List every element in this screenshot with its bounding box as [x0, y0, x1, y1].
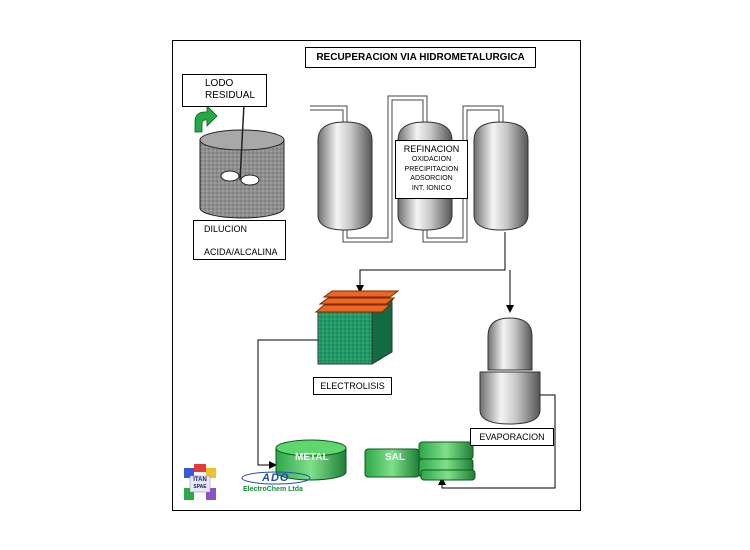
salt-label: SAL	[385, 452, 405, 463]
dilution-label: DILUCION ACIDA/ALCALINA	[193, 220, 286, 260]
sludge-label-line1: LODO	[205, 78, 234, 89]
metal-label: METAL	[295, 452, 329, 463]
refining-vessel-3	[473, 121, 529, 231]
refining-step: ADSORCION	[410, 175, 453, 182]
itan-logo-line2: SPAE	[193, 484, 207, 490]
feed-arrow-icon	[194, 105, 218, 133]
evaporation-label: EVAPORACION	[470, 428, 554, 446]
ado-logo-name: ElectroChem Ltda	[243, 486, 303, 493]
dilution-label-line2: ACIDA/ALCALINA	[204, 247, 278, 257]
sludge-label: LODO RESIDUAL	[182, 74, 267, 107]
refining-step: PRECIPITACION	[404, 165, 459, 173]
dilution-label-line1: DILUCION	[204, 224, 248, 234]
sludge-label-line2: RESIDUAL	[205, 90, 256, 101]
refining-step: INT. IONICO	[411, 184, 452, 192]
dilution-tank	[199, 103, 285, 219]
electrolysis-cell	[314, 290, 400, 365]
itan-logo-icon	[184, 464, 216, 500]
flow-lines	[257, 232, 556, 489]
diagram-title: RECUPERACION VIA HIDROMETALURGICA	[305, 47, 536, 68]
refining-step: OXIDACION	[411, 156, 452, 163]
refining-heading: REFINACION	[403, 144, 460, 154]
evaporator	[479, 317, 541, 425]
refining-label: REFINACION OXIDACION PRECIPITACION ADSOR…	[395, 140, 468, 199]
ado-logo-icon	[241, 471, 311, 485]
salt-product	[364, 441, 476, 481]
itan-logo-line1: ITAN	[193, 477, 207, 483]
metal-product	[275, 439, 347, 481]
electrolysis-label: ELECTROLISIS	[313, 377, 392, 395]
itan-logo: ITAN SPAE	[190, 477, 210, 491]
refining-vessel-1	[317, 121, 373, 231]
ado-logo-mark: ADO	[262, 472, 290, 484]
